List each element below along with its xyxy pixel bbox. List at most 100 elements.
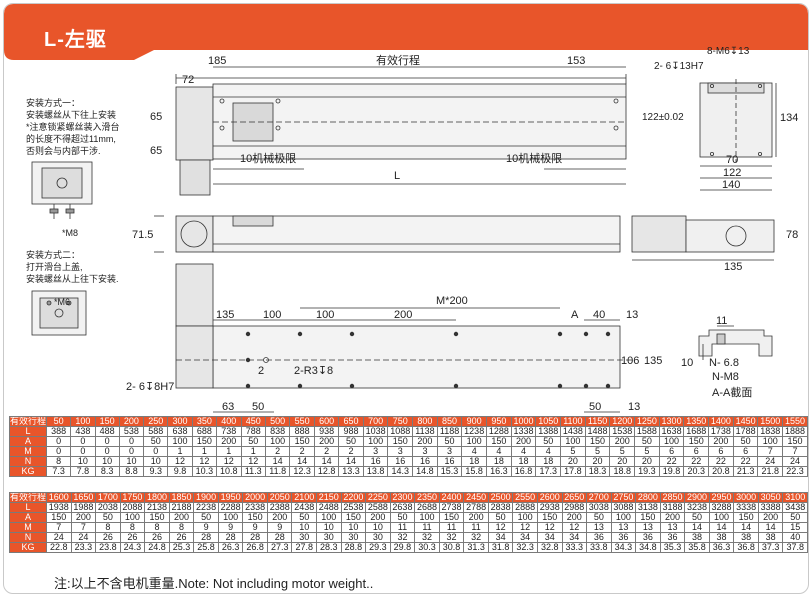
table-cell: 1188 <box>436 426 463 437</box>
dim-L: L <box>394 170 400 182</box>
table-cell: 31.3 <box>463 542 489 553</box>
stroke-cell: 1800 <box>144 492 170 503</box>
table-cell: 10.3 <box>191 466 218 477</box>
table-cell: 6 <box>683 446 710 457</box>
dim-8-m6: 8-M6↧13 <box>707 46 750 57</box>
table-cell: 13.3 <box>338 466 364 477</box>
row-label: L <box>8 502 48 513</box>
table-cell: 37.8 <box>782 542 808 553</box>
table-cell: 35.3 <box>659 542 686 553</box>
table-cell: 100 <box>414 512 440 523</box>
table-cell: 13.8 <box>362 466 389 477</box>
table-cell: 1288 <box>486 426 512 437</box>
table-cell: 24 <box>46 532 72 543</box>
stroke-cell: 2650 <box>561 492 588 503</box>
table-cell: 17.3 <box>535 466 562 477</box>
table-cell: 50 <box>389 512 416 523</box>
table-cell: 26.3 <box>217 542 244 553</box>
table-cell: 10 <box>118 456 145 467</box>
table-cell: 13 <box>586 522 612 533</box>
table-cell: 150 <box>584 436 611 447</box>
stroke-cell: 250 <box>143 416 169 427</box>
stroke-cell: 2400 <box>438 492 465 503</box>
table-cell: 100 <box>362 436 389 447</box>
table-cell: 21.8 <box>757 466 784 477</box>
table-cell: 50 <box>634 436 660 447</box>
stroke-cell: 950 <box>486 416 512 427</box>
screw-label-m6: *M6 <box>54 297 70 307</box>
table-cell: 50 <box>338 436 364 447</box>
table-cell: 11 <box>463 522 489 533</box>
stroke-cell: 2350 <box>414 492 440 503</box>
table-cell: 1388 <box>535 426 562 437</box>
table-cell: 14 <box>733 522 759 533</box>
table-cell: 2038 <box>95 502 121 513</box>
section-view <box>698 325 773 360</box>
mount-note-1-line: 安装螺丝从下往上安装 <box>26 110 117 120</box>
table-cell: 36 <box>586 532 612 543</box>
mount-illustration-1 <box>31 161 93 219</box>
end-view <box>699 79 777 191</box>
table-cell: 1788 <box>732 426 759 437</box>
table-cell: 32 <box>438 532 465 543</box>
table-cell: 2338 <box>242 502 268 513</box>
stroke-cell: 1000 <box>510 416 537 427</box>
table-cell: 150 <box>340 512 367 523</box>
table-cell: 150 <box>242 512 268 523</box>
table-cell: 30.8 <box>438 542 465 553</box>
table-cell: 20 <box>560 456 586 467</box>
table-cell: 1838 <box>757 426 784 437</box>
table-cell: 50 <box>782 512 808 523</box>
table-cell: 438 <box>70 426 96 437</box>
table-cell: 14 <box>684 522 710 533</box>
bottom-view <box>175 263 634 413</box>
table-cell: 200 <box>609 436 636 447</box>
table-cell: 31.8 <box>487 542 514 553</box>
table-cell: 30 <box>340 532 367 543</box>
table-cell: 15.3 <box>436 466 463 477</box>
table-cell: 2788 <box>463 502 489 513</box>
stroke-cell: 2700 <box>586 492 612 503</box>
table-cell: 14 <box>338 456 364 467</box>
table-cell: 10 <box>365 522 391 533</box>
mount-illustration-2 <box>31 290 87 336</box>
table-cell: 1088 <box>387 426 414 437</box>
stroke-cell: 1300 <box>658 416 685 427</box>
dim-2-r3: 2-R3↧8 <box>294 365 333 377</box>
table-cell: 10 <box>291 522 318 533</box>
table-cell: 8 <box>144 522 170 533</box>
table-cell: 200 <box>561 512 588 523</box>
table-cell: 19.3 <box>634 466 660 477</box>
table-cell: 200 <box>659 512 686 523</box>
table-cell: 1 <box>240 446 266 457</box>
table-cell: 26.8 <box>242 542 268 553</box>
table-cell: 36 <box>610 532 637 543</box>
stroke-cell: 1200 <box>609 416 636 427</box>
row-label: M <box>8 446 48 457</box>
table-cell: 19.8 <box>658 466 685 477</box>
table-cell: 1488 <box>584 426 611 437</box>
stroke-cell: 2800 <box>635 492 661 503</box>
table-cell: 1688 <box>683 426 710 437</box>
mount-note-1-line: 安装方式一： <box>26 98 81 108</box>
row-label: N <box>8 456 48 467</box>
table-cell: 50 <box>143 436 169 447</box>
table-cell: 14 <box>313 456 340 467</box>
table-cell: 8 <box>95 522 121 533</box>
table-cell: 14 <box>264 456 291 467</box>
table-cell: 28 <box>193 532 219 543</box>
table-cell: 3388 <box>757 502 784 513</box>
table-cell: 18.3 <box>584 466 611 477</box>
table-cell: 2888 <box>512 502 538 513</box>
dim-135-vertical: 135 <box>644 355 662 367</box>
table-cell: 9 <box>242 522 268 533</box>
stroke-cell: 300 <box>167 416 193 427</box>
dim-m200: M*200 <box>436 295 468 307</box>
table-cell: 34.8 <box>635 542 661 553</box>
limit-right: 10机械极限 <box>506 151 562 165</box>
stroke-cell: 2550 <box>512 492 538 503</box>
table-cell: 32.8 <box>536 542 563 553</box>
table-cell: 12.3 <box>289 466 315 477</box>
table-cell: 0 <box>46 446 72 457</box>
